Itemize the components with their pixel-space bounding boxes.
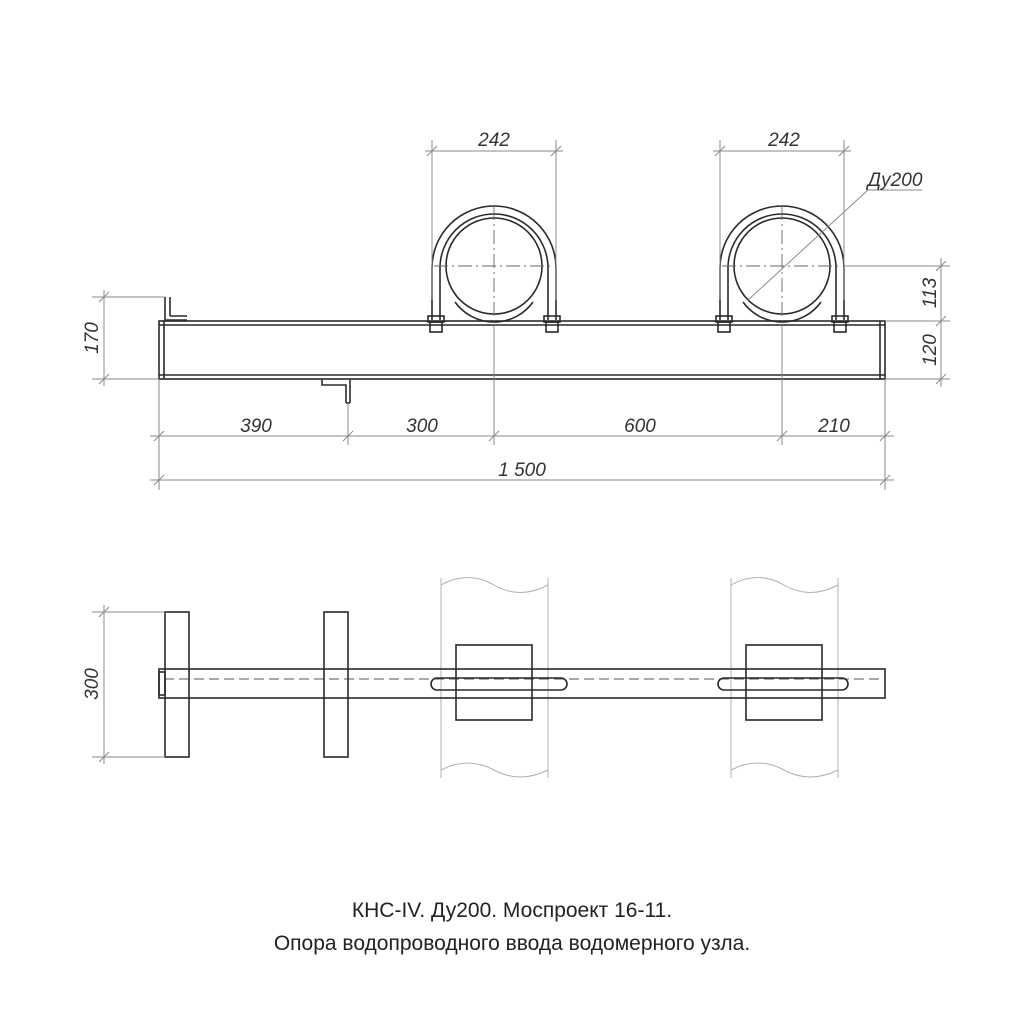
caption-line-1: КНС-IV. Ду200. Моспроект 16-11. [352,899,672,922]
dim-label-113: 113 [920,277,941,308]
elevation-view: 242 242 Ду200 170 [82,130,950,490]
dim-segments: 390 300 600 210 [150,326,894,490]
dim-right-vertical: 113 120 [844,258,950,387]
dim-label-210: 210 [817,416,850,437]
caption-line-2: Опора водопроводного ввода водомерного у… [274,932,750,955]
dim-plan-width: 300 [82,605,165,764]
pipe-clamp-1 [427,205,561,333]
dim-label-242-b: 242 [767,130,800,151]
dim-label-300-plan: 300 [82,668,103,700]
dim-clamp-width-1: 242 [425,130,563,300]
plan-beam [158,668,886,699]
bottom-angle-bracket [321,379,351,404]
plan-plate-bracket [323,611,349,758]
dim-label-du200: Ду200 [866,170,923,191]
dim-total-length: 1 500 [150,460,894,486]
dim-clamp-width-2: 242 [713,130,851,300]
dim-height-170: 170 [82,290,165,386]
plan-clamp-block-1 [430,644,568,721]
pipe-clamp-2 [715,205,849,333]
dim-label-242-a: 242 [477,130,510,151]
support-beam [158,320,886,380]
wall-angle-bracket [164,297,187,321]
plan-view: 300 [82,577,886,778]
dim-label-1500: 1 500 [498,460,546,481]
dim-label-390: 390 [240,416,272,437]
dim-pipe-diameter: Ду200 [747,170,923,301]
dim-label-300-seg: 300 [406,416,438,437]
plan-plate-wall [164,611,190,758]
dim-label-600: 600 [624,416,656,437]
plan-clamp-block-2 [717,644,849,721]
dim-label-170: 170 [82,322,103,354]
dim-label-120: 120 [920,334,941,366]
